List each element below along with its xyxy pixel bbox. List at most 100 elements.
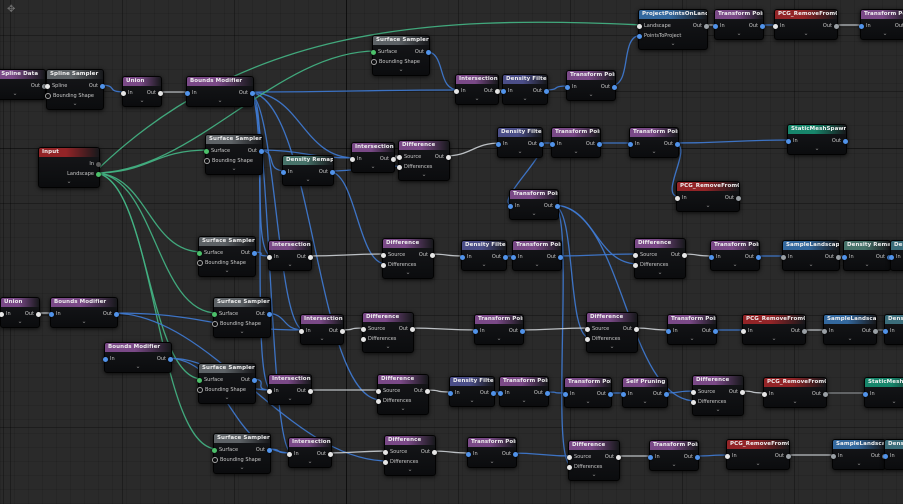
- output-pin-out[interactable]: [36, 311, 41, 317]
- output-pin-out[interactable]: [114, 311, 119, 317]
- input-pin-landscape[interactable]: [637, 23, 642, 29]
- collapse-chevron-icon[interactable]: ⌄: [732, 261, 738, 268]
- output-pin-out[interactable]: [539, 141, 544, 147]
- input-pin-surface[interactable]: [197, 250, 202, 256]
- collapse-chevron-icon[interactable]: ⌄: [657, 269, 663, 276]
- output-pin-out[interactable]: [495, 88, 500, 94]
- collapse-chevron-icon[interactable]: ⌄: [81, 318, 87, 325]
- input-pin-source[interactable]: [397, 154, 402, 160]
- output-pin-out[interactable]: [682, 252, 687, 258]
- output-pin-landscape[interactable]: [96, 171, 101, 177]
- output-pin-out[interactable]: [612, 84, 617, 90]
- collapse-chevron-icon[interactable]: ⌄: [609, 343, 615, 350]
- input-pin-surface[interactable]: [212, 311, 217, 317]
- input-pin-bounding-shape[interactable]: [45, 93, 51, 99]
- output-pin-out[interactable]: [330, 169, 335, 175]
- output-pin-out[interactable]: [267, 447, 272, 453]
- collapse-chevron-icon[interactable]: ⌄: [489, 458, 495, 465]
- output-pin-out[interactable]: [513, 451, 518, 457]
- node-transform-points[interactable]: Transform PointsInOut⌄: [563, 377, 613, 408]
- input-pin-in[interactable]: [498, 390, 503, 396]
- node-transform-points[interactable]: Transform PointsInOut⌄: [628, 127, 680, 158]
- output-pin-out[interactable]: [756, 254, 761, 260]
- collapse-chevron-icon[interactable]: ⌄: [474, 95, 480, 102]
- input-pin-in[interactable]: [709, 254, 714, 260]
- input-pin-bounding-shape[interactable]: [204, 158, 210, 164]
- input-pin-spline[interactable]: [45, 83, 50, 89]
- output-pin-out[interactable]: [740, 389, 745, 395]
- input-pin-surface[interactable]: [371, 49, 376, 55]
- input-pin-in[interactable]: [762, 391, 767, 397]
- output-pin-out[interactable]: [616, 454, 621, 460]
- input-pin-surface[interactable]: [212, 447, 217, 453]
- output-pin-out[interactable]: [410, 326, 415, 332]
- collapse-chevron-icon[interactable]: ⌄: [531, 210, 537, 217]
- collapse-chevron-icon[interactable]: ⌄: [287, 395, 293, 402]
- input-pin-in[interactable]: [786, 138, 791, 144]
- output-pin-out[interactable]: [695, 454, 700, 460]
- input-pin-in[interactable]: [511, 254, 516, 260]
- output-pin-out[interactable]: [713, 328, 718, 334]
- collapse-chevron-icon[interactable]: ⌄: [231, 165, 237, 172]
- input-pin-in[interactable]: [460, 254, 465, 260]
- input-pin-bounding-shape[interactable]: [212, 457, 218, 463]
- input-pin-in[interactable]: [281, 169, 286, 175]
- node-transform-points[interactable]: Transform PointsInOut⌄: [648, 440, 700, 471]
- input-pin-bounding-shape[interactable]: [212, 321, 218, 327]
- output-pin-out[interactable]: [252, 377, 257, 383]
- node-transform-points[interactable]: Transform PointsInOut⌄: [473, 314, 525, 345]
- input-pin-in[interactable]: [501, 88, 506, 94]
- input-pin-source[interactable]: [585, 326, 590, 332]
- collapse-chevron-icon[interactable]: ⌄: [642, 398, 648, 405]
- output-pin-out[interactable]: [432, 449, 437, 455]
- output-pin-out[interactable]: [760, 23, 765, 29]
- output-pin-out[interactable]: [836, 254, 841, 260]
- input-pin-in[interactable]: [287, 451, 292, 457]
- node-transform-points[interactable]: Transform PointsInOut⌄: [666, 314, 718, 345]
- node-pcg-removefromgridlayer[interactable]: PCG_RemoveFromGridLayerInOut⌄: [773, 9, 839, 40]
- collapse-chevron-icon[interactable]: ⌄: [405, 269, 411, 276]
- output-pin-out[interactable]: [545, 390, 550, 396]
- input-pin-differences[interactable]: [585, 336, 590, 342]
- input-pin-surface[interactable]: [197, 377, 202, 383]
- output-pin-out[interactable]: [259, 148, 264, 154]
- collapse-chevron-icon[interactable]: ⌄: [398, 66, 404, 73]
- collapse-chevron-icon[interactable]: ⌄: [885, 461, 903, 469]
- collapse-chevron-icon[interactable]: ⌄: [224, 394, 230, 401]
- collapse-chevron-icon[interactable]: ⌄: [847, 335, 853, 342]
- node-pcg-removefromgridlayer[interactable]: PCG_RemoveFromGridLayerInOut⌄: [741, 314, 807, 345]
- node-samplelandscape-pcg[interactable]: SampleLandscape_PCGInOut⌄: [781, 240, 841, 271]
- output-pin-out[interactable]: [823, 391, 828, 397]
- input-pin-in[interactable]: [741, 328, 746, 334]
- input-pin-in[interactable]: [822, 328, 827, 334]
- input-pin-differences[interactable]: [691, 399, 696, 405]
- input-pin-in[interactable]: [863, 391, 868, 397]
- collapse-chevron-icon[interactable]: ⌄: [705, 202, 711, 209]
- input-pin-in[interactable]: [621, 391, 626, 397]
- collapse-chevron-icon[interactable]: ⌄: [496, 335, 502, 342]
- collapse-chevron-icon[interactable]: ⌄: [585, 398, 591, 405]
- input-pin-in[interactable]: [648, 454, 653, 460]
- collapse-chevron-icon[interactable]: ⌄: [671, 461, 677, 468]
- collapse-chevron-icon[interactable]: ⌄: [856, 460, 862, 467]
- collapse-chevron-icon[interactable]: ⌄: [808, 261, 814, 268]
- collapse-chevron-icon[interactable]: ⌄: [591, 471, 597, 478]
- node-transform-points[interactable]: Transform PointsInOut⌄: [859, 9, 903, 40]
- output-pin-out[interactable]: [786, 453, 791, 459]
- input-pin-in[interactable]: [185, 90, 190, 96]
- input-pin-source[interactable]: [376, 388, 381, 394]
- node-staticmeshspawner[interactable]: StaticMeshSpawnerInOut⌄: [786, 124, 848, 155]
